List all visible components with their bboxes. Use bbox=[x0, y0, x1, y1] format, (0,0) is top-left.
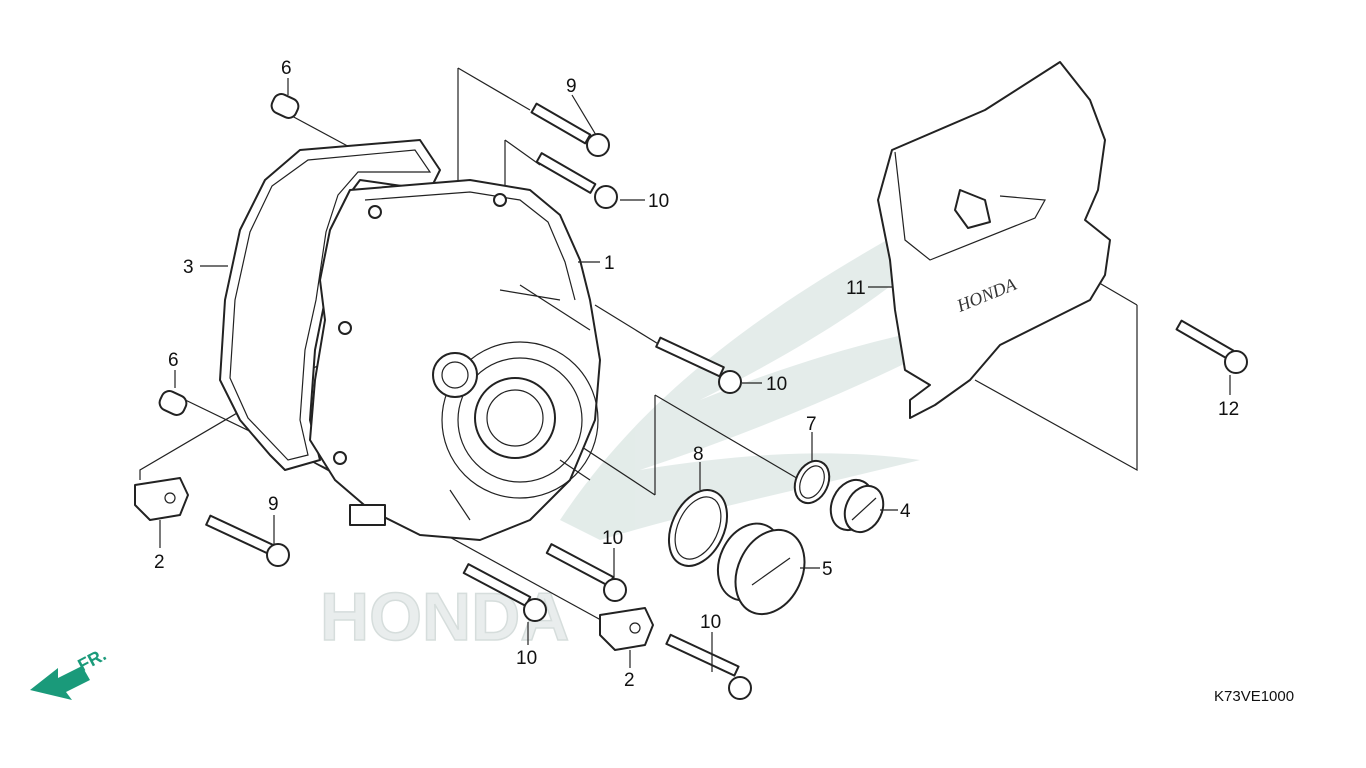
o-ring-part-8 bbox=[667, 489, 729, 567]
bolt-part-10-lower-left bbox=[462, 563, 547, 622]
bolt-part-10-upper bbox=[535, 152, 618, 209]
bolt-part-9-lower bbox=[205, 514, 290, 567]
bolt-part-9-upper bbox=[530, 102, 610, 157]
callout-1: 1 bbox=[604, 253, 615, 274]
left-crankcase-cover-part-1 bbox=[309, 179, 601, 541]
bolt-part-10-center bbox=[545, 543, 627, 602]
front-arrow-icon bbox=[30, 666, 90, 700]
callout-4: 4 bbox=[900, 501, 911, 522]
callout-6-upper: 6 bbox=[281, 58, 292, 79]
bolt-part-10-right bbox=[655, 336, 742, 394]
crankshaft-hole-cap-part-5 bbox=[716, 522, 806, 616]
callout-2-right: 2 bbox=[624, 670, 635, 691]
left-side-cover-part-11: HONDA bbox=[877, 61, 1111, 419]
callout-10-center: 10 bbox=[602, 528, 623, 549]
dowel-pin-part-6-upper bbox=[270, 93, 300, 119]
callout-10-right: 10 bbox=[766, 374, 787, 395]
callout-6-lower: 6 bbox=[168, 350, 179, 371]
callout-leaders bbox=[159, 78, 1231, 672]
callout-7: 7 bbox=[806, 414, 817, 435]
callout-10-lower-left: 10 bbox=[516, 648, 537, 669]
clamp-part-2-left bbox=[134, 477, 189, 521]
timing-hole-cap-part-4 bbox=[829, 478, 885, 534]
o-ring-part-7 bbox=[793, 459, 831, 505]
callout-labels: 6 9 10 3 1 11 6 10 12 7 8 4 2 9 10 5 10 … bbox=[154, 58, 1239, 691]
dowel-pin-part-6-lower bbox=[158, 390, 188, 416]
callout-10-lower-right: 10 bbox=[700, 612, 721, 633]
drawing-code: K73VE1000 bbox=[1214, 688, 1294, 705]
callout-12: 12 bbox=[1218, 399, 1239, 420]
bolt-part-10-lower-right bbox=[665, 633, 752, 700]
callout-3: 3 bbox=[183, 257, 194, 278]
callout-8: 8 bbox=[693, 444, 704, 465]
bolt-part-12 bbox=[1175, 319, 1248, 374]
front-direction-arrow: FR. bbox=[30, 644, 109, 700]
callout-11: 11 bbox=[846, 278, 866, 299]
callout-9-lower: 9 bbox=[268, 494, 279, 515]
callout-9-upper: 9 bbox=[566, 76, 577, 97]
callout-5: 5 bbox=[822, 559, 833, 580]
callout-10-upper: 10 bbox=[648, 191, 669, 212]
clamp-part-2-right bbox=[599, 607, 654, 651]
callout-2-left: 2 bbox=[154, 552, 165, 573]
